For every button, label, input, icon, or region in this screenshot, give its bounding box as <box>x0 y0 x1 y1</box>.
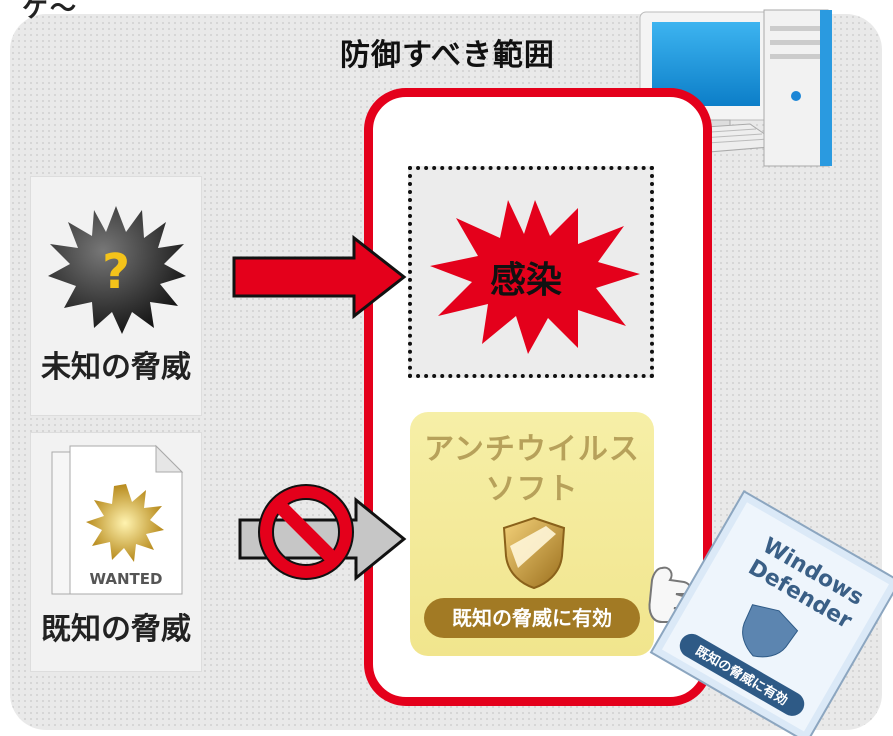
antivirus-panel: アンチウイルス ソフト 既知の脅威に有効 <box>410 412 654 656</box>
wanted-text: WANTED <box>90 570 163 588</box>
prohibited-icon <box>258 484 354 580</box>
antivirus-title: アンチウイルス ソフト <box>410 430 654 510</box>
scope-title: 防御すべき範囲 <box>340 38 555 73</box>
shield-icon <box>502 516 566 590</box>
header-partial-text: ケ〜 <box>22 0 79 24</box>
wanted-document-icon: WANTED <box>51 444 184 595</box>
windows-defender-card: Windows Defender 既知の脅威に有効 <box>649 489 893 736</box>
question-starburst-icon: ? <box>48 206 186 334</box>
antivirus-title-line1: アンチウイルス <box>424 432 640 467</box>
antivirus-badge: 既知の脅威に有効 <box>424 598 640 638</box>
known-threat-label: 既知の脅威 <box>41 612 191 647</box>
antivirus-title-line2: ソフト <box>485 472 579 507</box>
known-threat-card: WANTED 既知の脅威 <box>30 432 202 672</box>
red-arrow-icon <box>232 234 407 320</box>
unknown-threat-label: 未知の脅威 <box>41 350 191 385</box>
question-glyph: ? <box>102 244 130 300</box>
infection-burst-icon <box>430 200 640 354</box>
infection-label: 感染 <box>490 260 563 301</box>
unknown-threat-card: ? 未知の脅威 <box>30 176 202 416</box>
